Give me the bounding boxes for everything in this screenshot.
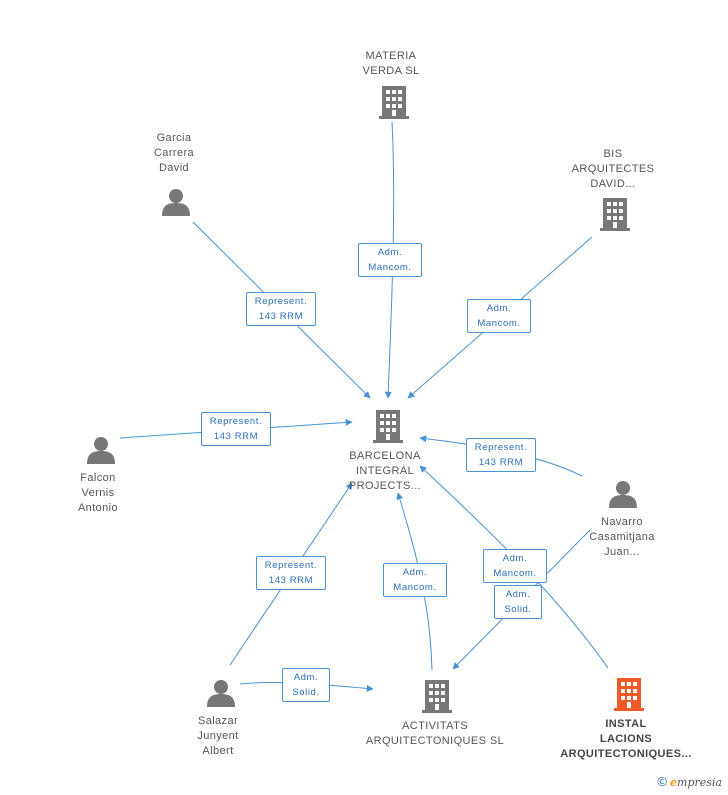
edge-label-falcon: Represent. 143 RRM xyxy=(201,412,271,446)
person-icon[interactable] xyxy=(162,189,190,216)
person-icon[interactable] xyxy=(609,481,637,508)
edge-label-garcia: Represent. 143 RRM xyxy=(246,292,316,326)
edge-label-navarro: Represent. 143 RRM xyxy=(466,438,536,472)
node-label-falcon[interactable]: Falcon Vernis Antonio xyxy=(77,472,119,514)
node-label-salazar[interactable]: Salazar Junyent Albert xyxy=(197,715,239,757)
node-label-barcelona[interactable]: BARCELONA INTEGRAL PROJECTS... xyxy=(348,450,422,492)
company-building-icon[interactable] xyxy=(373,410,403,443)
brand-logo: empresia xyxy=(670,776,722,789)
edge-label-salazar-barcelona: Represent. 143 RRM xyxy=(256,556,326,590)
edge-label-salazar-activitats: Adm. Solid. xyxy=(282,668,330,702)
empresia-brand[interactable]: © empresia xyxy=(657,774,722,789)
person-icon[interactable] xyxy=(87,437,115,464)
node-label-navarro[interactable]: Navarro Casamitjana Juan... xyxy=(589,516,655,558)
company-building-icon[interactable] xyxy=(422,680,452,713)
node-label-activitats[interactable]: ACTIVITATS ARQUITECTONIQUES SL xyxy=(365,720,505,747)
company-building-icon[interactable] xyxy=(379,86,409,119)
company-building-icon[interactable] xyxy=(600,198,630,231)
node-label-bis[interactable]: BIS ARQUITECTES DAVID... xyxy=(571,148,655,190)
edge-label-instal: Adm. Mancom. xyxy=(483,549,547,583)
company-building-highlight-icon[interactable] xyxy=(614,678,644,711)
node-label-garcia[interactable]: Garcia Carrera David xyxy=(153,132,195,174)
edge-label-navarro-activitats: Adm. Solid. xyxy=(494,585,542,619)
edge-label-materia: Adm. Mancom. xyxy=(358,243,422,277)
edge-label-bis: Adm. Mancom. xyxy=(467,299,531,333)
edge-label-activitats: Adm. Mancom. xyxy=(383,563,447,597)
node-label-instal[interactable]: INSTAL LACIONS ARQUITECTONIQUES... xyxy=(560,718,692,760)
copyright-symbol: © xyxy=(657,774,667,789)
node-label-materia[interactable]: MATERIA VERDA SL xyxy=(362,50,420,77)
person-icon[interactable] xyxy=(207,680,235,707)
